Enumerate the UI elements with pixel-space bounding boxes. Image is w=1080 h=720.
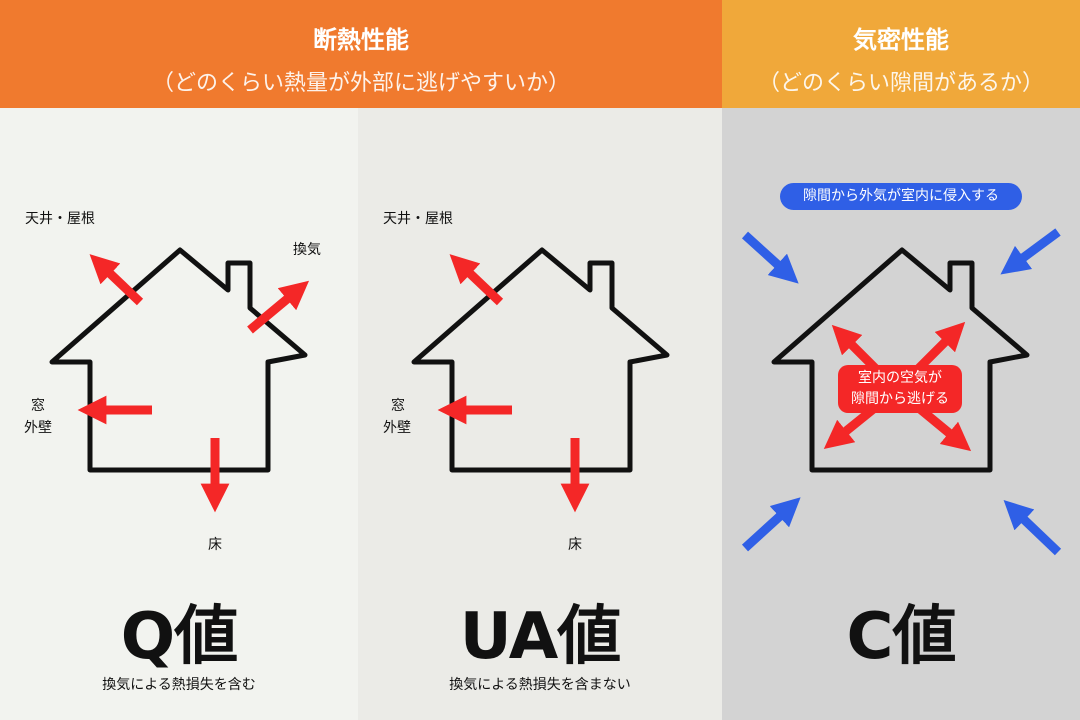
q-label-roof: 天井・屋根: [25, 211, 95, 227]
c-outer-arrow-lr: [1003, 500, 1062, 556]
c-house-outline: [774, 250, 1027, 470]
c-panel-bg: [722, 108, 1080, 720]
c-outer-arrow-ll: [741, 497, 801, 552]
ua-label-wall: 外壁: [383, 420, 411, 436]
ua-label-roof: 天井・屋根: [383, 211, 453, 227]
ua-house-outline: [414, 250, 667, 470]
c-inside-label-line1: 室内の空気が: [858, 370, 942, 386]
c-outside-air-label: 隙間から外気が室内に侵入する: [780, 183, 1022, 210]
c-inside-label-line2: 隙間から逃げる: [851, 391, 949, 407]
c-outer-arrow-ur: [1000, 228, 1061, 275]
q-ventilation-arrow: [247, 280, 310, 334]
airtight-header: 気密性能 （どのくらい隙間があるか）: [722, 0, 1080, 108]
airtight-subtitle: （どのくらい隙間があるか）: [757, 71, 1044, 96]
ua-value-note: 換気による熱損失を含まない: [449, 677, 631, 693]
airtight-title: 気密性能: [853, 26, 949, 54]
ua-label-floor: 床: [568, 537, 582, 553]
q-label-ventilation: 換気: [293, 242, 321, 258]
insulation-title: 断熱性能: [313, 26, 409, 54]
q-label-wall: 外壁: [24, 420, 52, 436]
insulation-header: 断熱性能 （どのくらい熱量が外部に逃げやすいか）: [0, 0, 722, 108]
ua-roof-arrow: [449, 254, 504, 306]
c-outer-arrow-ul: [741, 231, 799, 284]
insulation-subtitle: （どのくらい熱量が外部に逃げやすいか）: [151, 71, 570, 96]
ua-label-window: 窓: [391, 398, 405, 414]
q-label-window: 窓: [31, 398, 45, 414]
q-panel-bg: [0, 108, 358, 720]
q-value-note: 換気による熱損失を含む: [102, 677, 256, 693]
q-value-title: Q値: [120, 600, 238, 674]
q-label-floor: 床: [208, 537, 222, 553]
q-house-outline: [52, 250, 305, 470]
ua-panel-bg: [358, 108, 722, 720]
q-roof-arrow: [89, 254, 144, 306]
c-value-title: C値: [846, 600, 957, 674]
ua-value-title: UA値: [459, 600, 622, 674]
c-inside-air-label: 室内の空気が 隙間から逃げる: [838, 365, 962, 413]
